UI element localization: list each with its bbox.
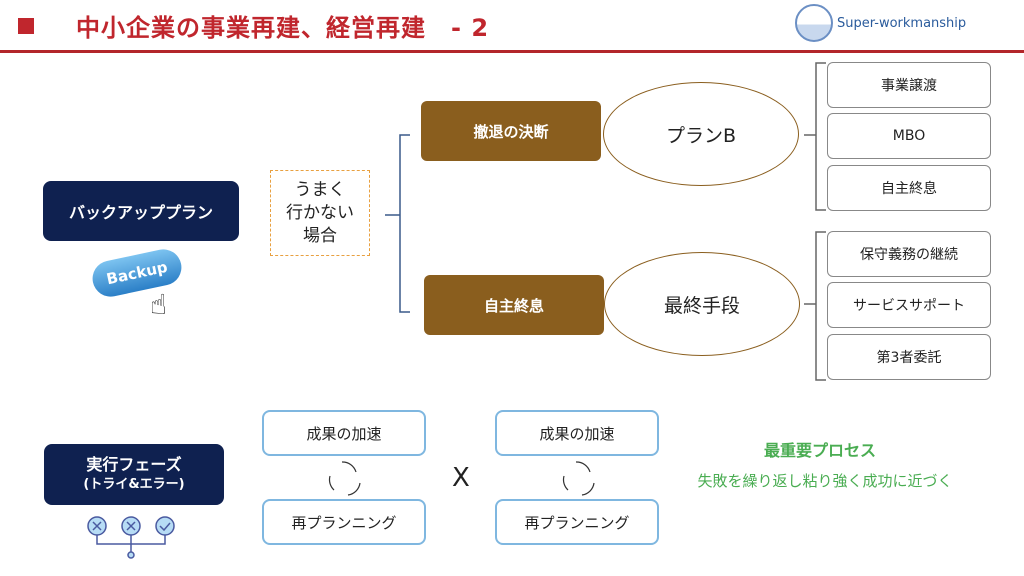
cycle-top-box: 成果の加速 [262,410,426,456]
multiply-sign: X [452,463,470,493]
page-title: 中小企業の事業再建、経営再建 - 2 [18,8,489,43]
action-text: 自主終息 [483,296,544,315]
option-text: 自主終息 [881,181,937,197]
option-text: サービスサポート [853,298,965,314]
option-text: MBO [892,128,926,144]
title-bullet-icon [18,18,34,34]
highlight-text: 失敗を繰り返し粘り強く成功に近づく [697,472,953,490]
option-box: サービスサポート [827,282,991,328]
execution-subtitle: (トライ&エラー) [83,476,185,492]
option-box: 保守義務の継続 [827,231,991,277]
cycle-top-box: 成果の加速 [495,410,659,456]
condition-line: 場合 [303,225,337,246]
plan-b-oval: プランB [603,82,799,186]
condition-line: うまく [294,179,346,200]
cycle-text: 再プランニング [524,513,630,532]
title-text: 中小企業の事業再建、経営再建 - 2 [76,14,490,42]
option-box: 第3者委託 [827,334,991,380]
logo-text: Super-workmanship [837,15,967,31]
highlight-title: 最重要プロセス [763,441,876,460]
option-text: 第3者委託 [876,350,942,366]
result-text: プランB [665,124,737,147]
execution-title: 実行フェーズ [86,454,182,474]
condition-line: 行かない [286,202,354,223]
option-box: MBO [827,113,991,159]
header-divider [0,50,1024,53]
cycle-text: 成果の加速 [306,424,382,443]
last-resort-oval: 最終手段 [604,252,800,356]
hand-cursor-icon: ☝ [150,288,168,321]
self-termination-box: 自主終息 [424,275,604,335]
cycle-bottom-box: 再プランニング [262,499,426,545]
condition-box: うまく行かない場合 [270,170,370,256]
result-text: 最終手段 [663,294,740,317]
option-text: 事業譲渡 [881,78,937,94]
backup-plan-label: バックアッププラン [43,181,239,241]
mountain-logo-icon [795,4,833,42]
option-box: 事業譲渡 [827,62,991,108]
execution-phase-label: 実行フェーズ (トライ&エラー) [44,444,224,505]
logo: Super-workmanship [795,4,966,42]
action-text: 撤退の決断 [473,122,549,141]
withdraw-decision-box: 撤退の決断 [421,101,601,161]
cycle-text: 再プランニング [291,513,397,532]
trial-error-icon [87,516,175,559]
option-text: 保守義務の継続 [860,247,958,263]
cycle-bottom-box: 再プランニング [495,499,659,545]
option-box: 自主終息 [827,165,991,211]
backup-plan-text: バックアッププラン [68,203,213,222]
cycle-text: 成果の加速 [539,424,615,443]
